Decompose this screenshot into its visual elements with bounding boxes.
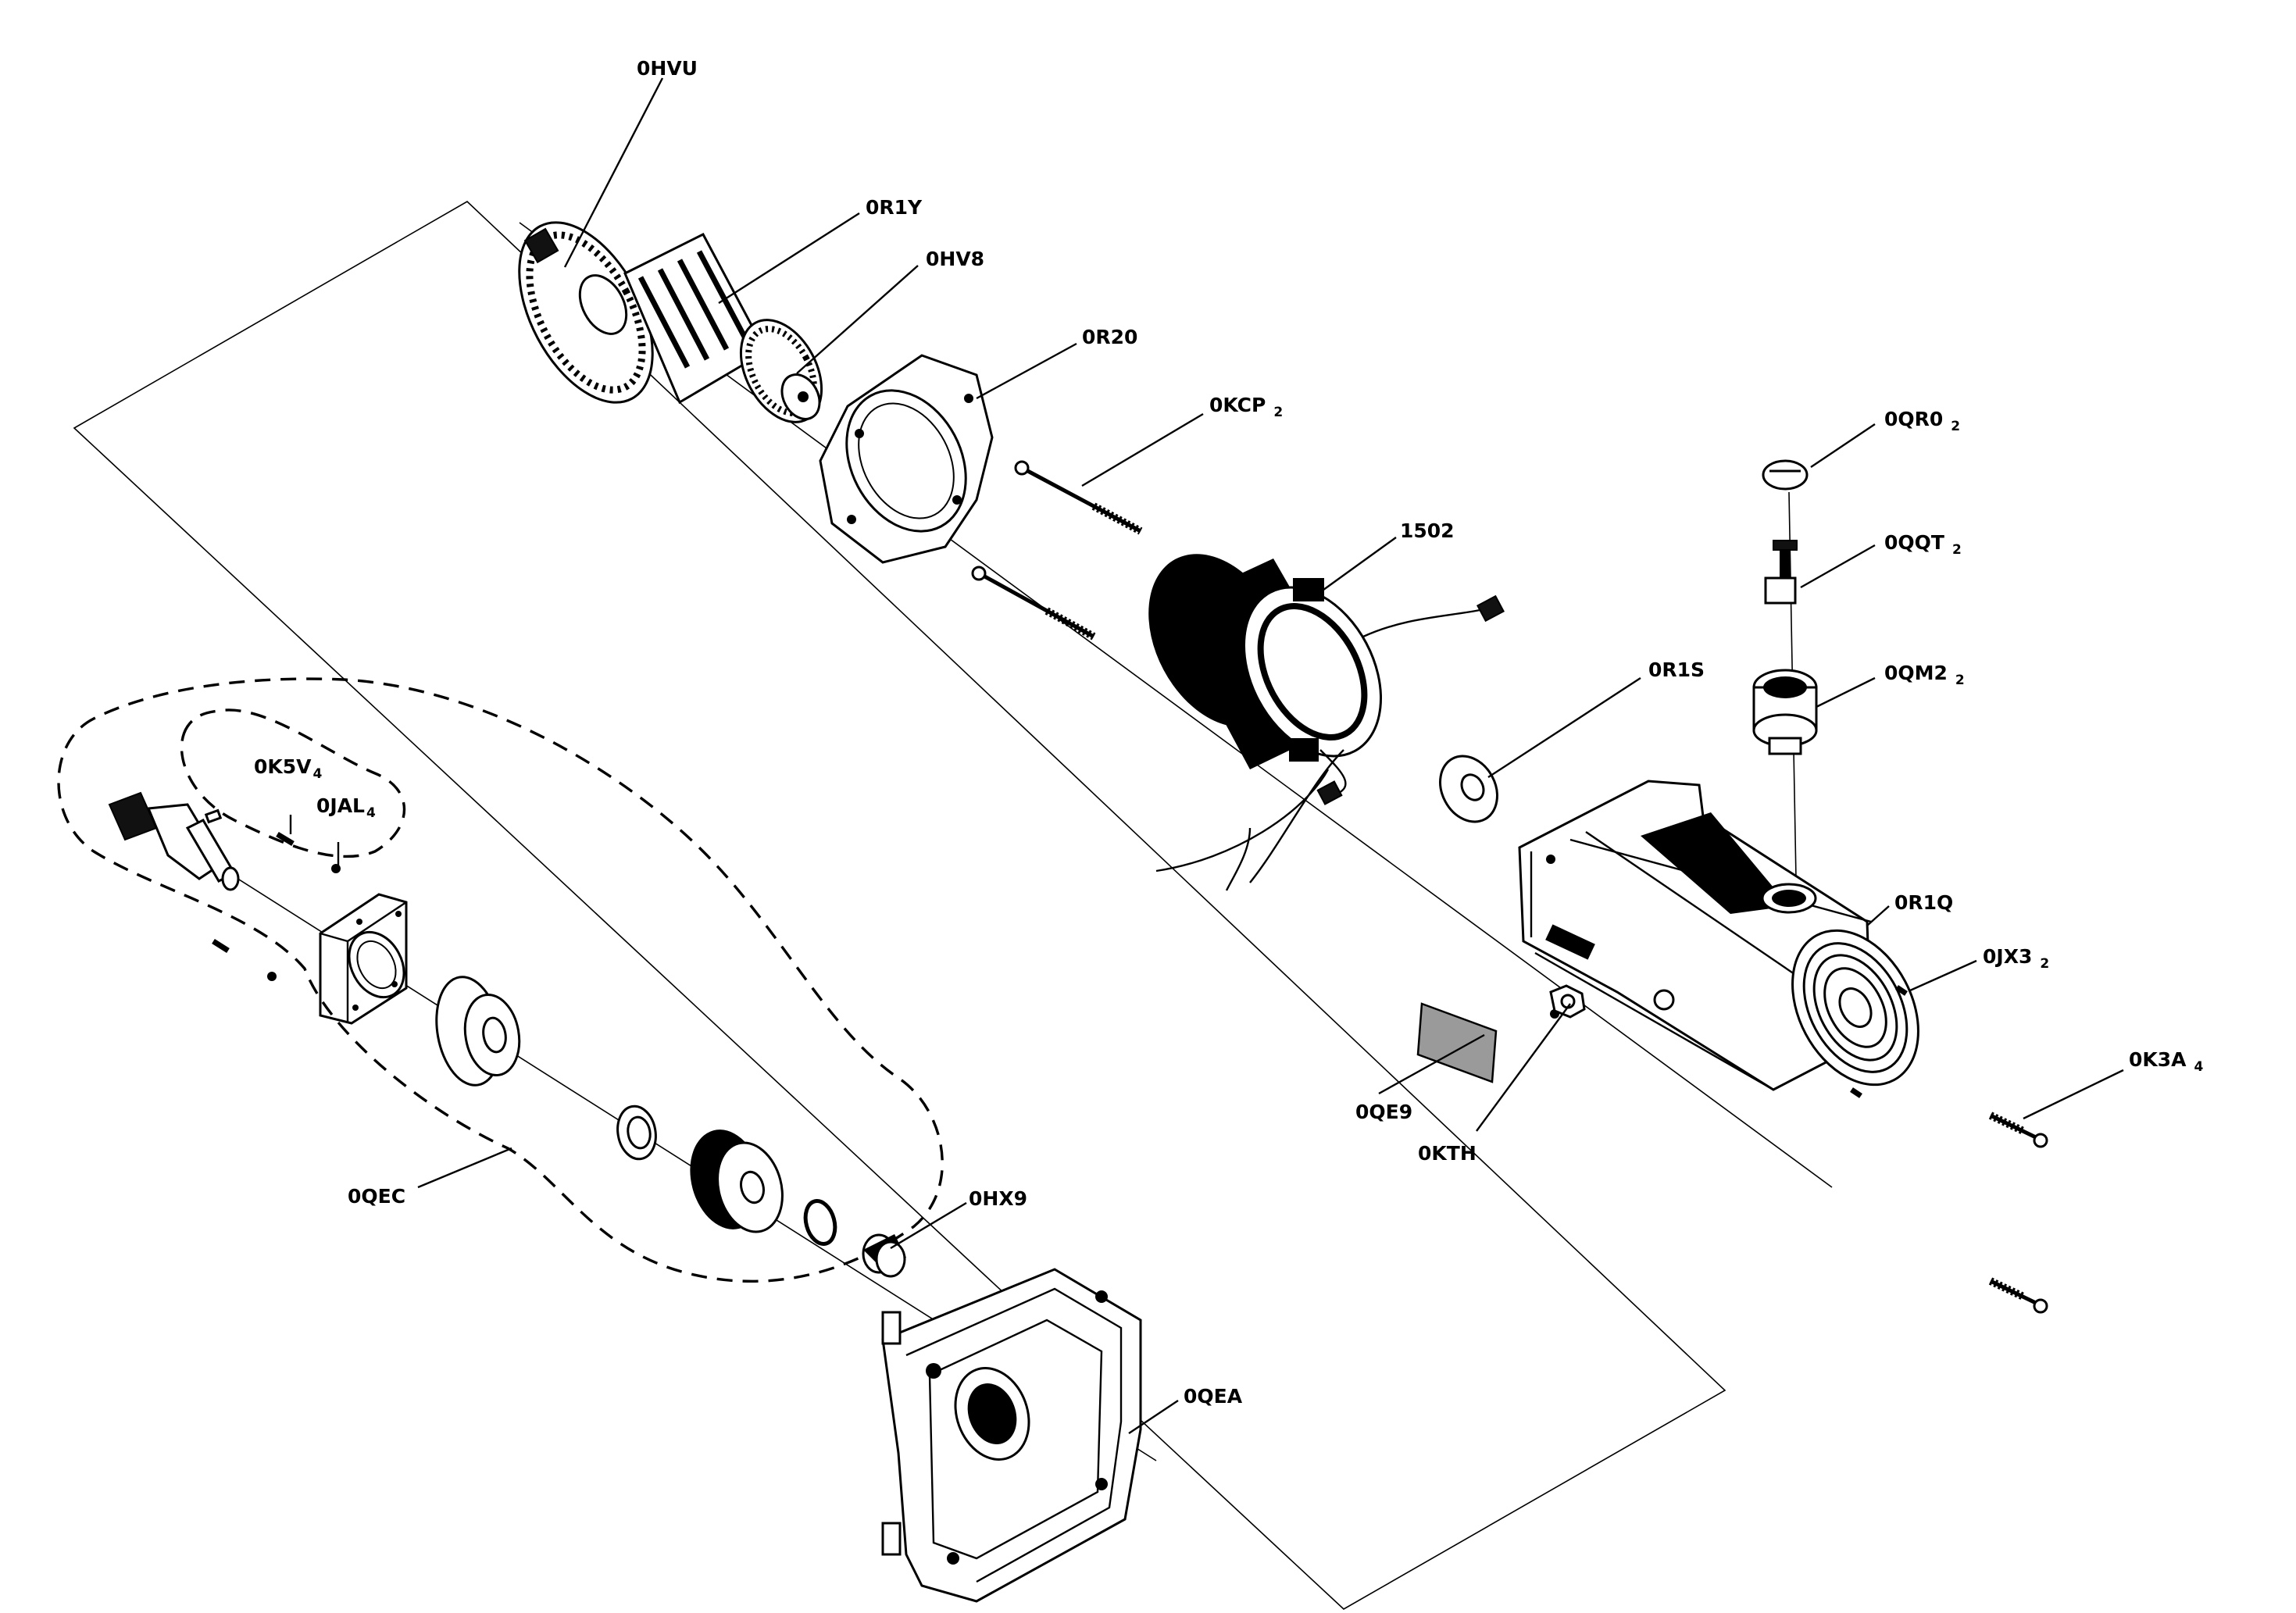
flange-screw-part: [212, 831, 341, 981]
motor-housing-part: [1518, 780, 1919, 1091]
bearing-part: [1439, 755, 1498, 823]
retaining-ring-part: [803, 1199, 837, 1246]
label-1502: 1502: [1400, 519, 1455, 542]
spacer-ring-part: [616, 1104, 657, 1161]
label-plate-part: [1416, 1002, 1498, 1083]
label-0qec: 0QEC: [348, 1185, 405, 1208]
leader-lines: [289, 77, 2124, 1434]
label-0r1y: 0R1Y: [866, 196, 923, 219]
label-0r1s: 0R1S: [1648, 658, 1705, 681]
needle-bearing-part: [862, 1233, 906, 1278]
brush-part: [1764, 540, 1798, 605]
main-axis-line: [519, 222, 1833, 1188]
label-0kth: 0KTH: [1418, 1142, 1477, 1165]
label-0qe9: 0QE9: [1355, 1101, 1412, 1123]
brush-holder-part: [1752, 669, 1818, 755]
assembly-group-boundary: [57, 677, 944, 1283]
long-screw-part: [971, 460, 1143, 641]
driven-gear-part: [690, 1129, 784, 1233]
label-0qea: 0QEA: [1184, 1385, 1243, 1408]
housing-screw-part: [1988, 1112, 2048, 1314]
reference-plane-outline: [73, 201, 1726, 1610]
brush-cap-part: [1762, 459, 1809, 491]
assembly-subgroup-boundary: [180, 708, 405, 858]
label-0hx9: 0HX9: [969, 1187, 1027, 1210]
gear-case-part: [881, 1268, 1142, 1603]
front-bearing-part: [435, 976, 521, 1087]
label-0r20: 0R20: [1082, 326, 1137, 348]
small-screw-part: [1850, 985, 1908, 1098]
flange-plate-part: [319, 893, 408, 1025]
bevel-gear-part: [518, 221, 654, 404]
label-0hv8: 0HV8: [926, 248, 984, 270]
label-0r1q: 0R1Q: [1894, 891, 1953, 914]
armature-part: [623, 233, 823, 423]
nut-part: [1549, 984, 1586, 1019]
baffle-plate-part: [819, 354, 994, 564]
stator-part: [1148, 554, 1505, 891]
spindle-part: [108, 791, 240, 891]
label-0hvu: 0HVU: [637, 57, 698, 80]
